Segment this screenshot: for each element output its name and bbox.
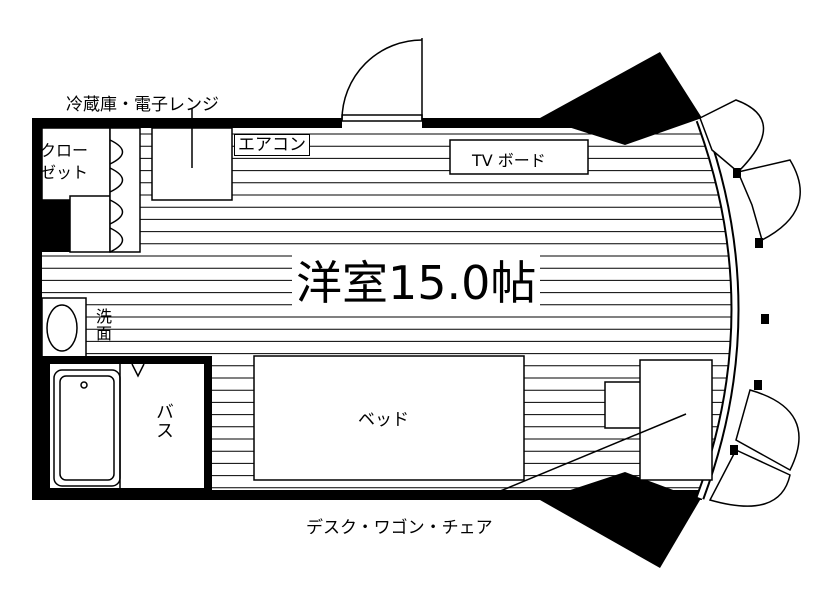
tv-board	[449, 139, 589, 175]
bathroom	[42, 356, 212, 492]
washbasin	[41, 297, 87, 359]
aircon-label: エアコン	[234, 134, 310, 156]
bed	[253, 355, 525, 481]
wall-wedge-top	[540, 52, 702, 145]
bed-label: ベッド	[358, 410, 409, 430]
desk-set	[497, 359, 713, 493]
closet-label: クロー ゼット	[40, 141, 89, 182]
window-mullions	[730, 168, 769, 455]
tv-board-label: TV ボード	[472, 151, 546, 170]
fridge-microwave-box	[151, 108, 233, 201]
entrance-door	[341, 38, 423, 122]
window-sashes	[699, 99, 801, 507]
closet	[41, 127, 141, 253]
bath-label: バス	[153, 402, 174, 440]
wall-wedge-bottom	[540, 472, 700, 568]
curved-window-wall	[695, 118, 740, 500]
fridge-microwave-label: 冷蔵庫・電子レンジ	[66, 95, 219, 115]
washbasin-label: 洗面	[93, 308, 112, 342]
room-name-label: 洋室15.0帖	[292, 255, 541, 311]
desk-set-label: デスク・ワゴン・チェア	[306, 518, 493, 538]
outer-walls	[32, 118, 702, 500]
